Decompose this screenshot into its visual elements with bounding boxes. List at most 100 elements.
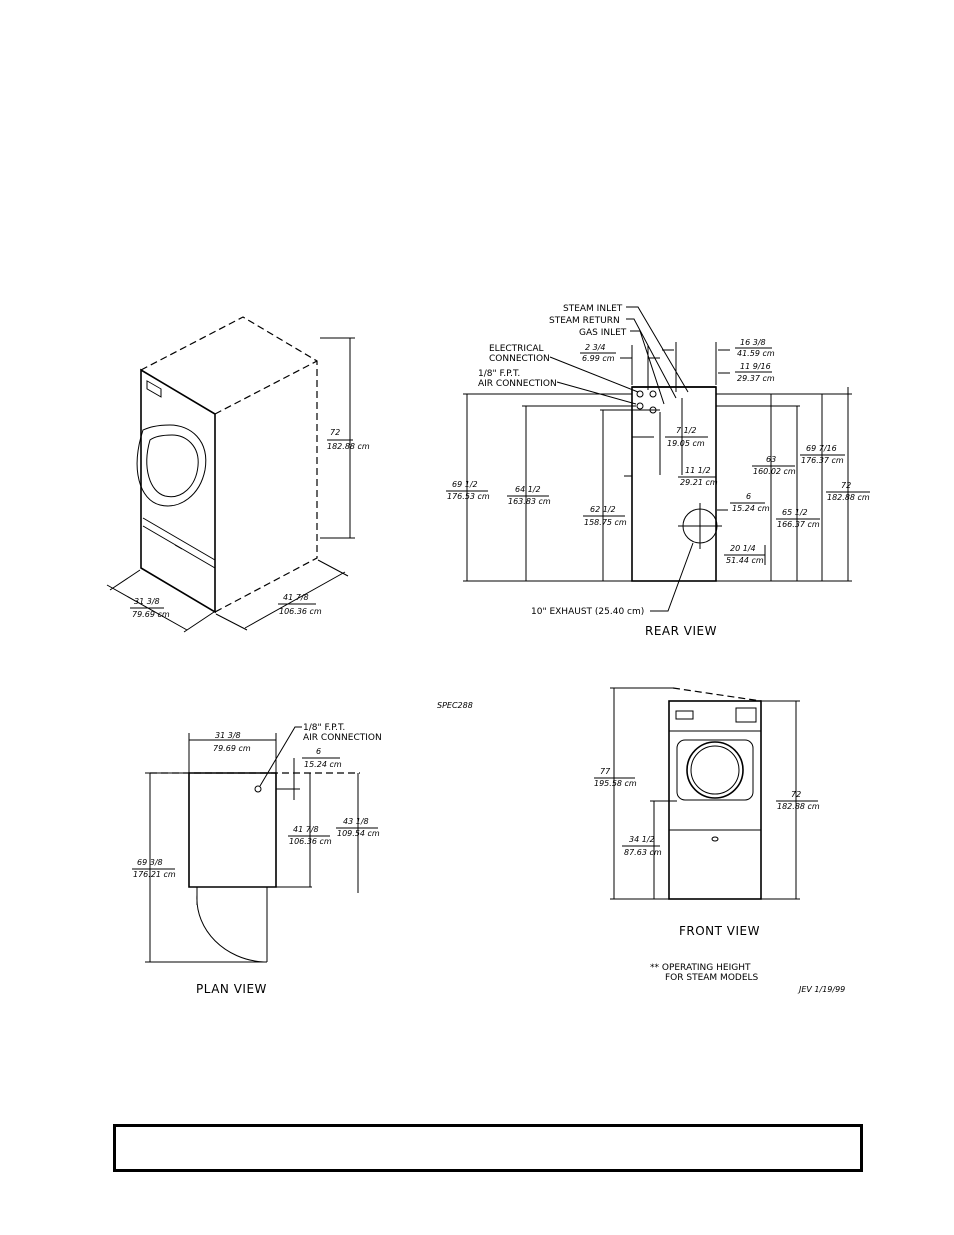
dim-2-3-4: 2 3/4: [585, 343, 606, 352]
front-dim-34-1-2: 34 1/2: [629, 835, 655, 844]
front-top-dashed: [672, 687, 762, 702]
iso-front-face: [140, 368, 216, 614]
dim-7-1-2: 7 1/2: [676, 426, 697, 435]
front-coin-panel: [735, 707, 757, 723]
iso-lint-handle: [174, 544, 183, 550]
front-dim-72-cm: 182.88 cm: [777, 802, 820, 811]
front-dim-77: 77: [600, 767, 611, 776]
plan-dim-43-1-8-cm: 109.54 cm: [337, 829, 380, 838]
footer-box: [113, 1124, 863, 1172]
plan-dim-6-cm: 15.24 cm: [304, 760, 342, 769]
dim-69-7-16-cm: 176.37 cm: [801, 456, 844, 465]
plan-view: 31 3/8 79.69 cm 1/8" F.P.T. AIR CONNECTI…: [132, 723, 382, 996]
iso-depth-dimension: [215, 559, 349, 631]
dim-16-3-8-cm: 41.59 cm: [737, 349, 775, 358]
plan-label-air-2: AIR CONNECTION: [303, 733, 382, 743]
dim-11-9-16: 11 9/16: [740, 362, 771, 371]
iso-height-cm: 182.88 cm: [327, 442, 370, 451]
iso-top-edge: [214, 360, 318, 415]
dim-72: 72: [841, 481, 851, 490]
iso-width-cm: 79.69 cm: [132, 610, 170, 619]
dim-69-7-16: 69 7/16: [806, 444, 837, 453]
inlet-callout-leaders: [626, 306, 689, 405]
iso-outline-dashed: [140, 316, 318, 613]
dim-64-1-2: 64 1/2: [515, 485, 541, 494]
dim-62-1-2-cm: 158.75 cm: [584, 518, 627, 527]
isometric-view: 72 182.88 cm 31 3/8 79.69 cm 41 7/8 106.…: [106, 316, 370, 633]
note-operating-height-1: ** OPERATING HEIGHT: [650, 963, 751, 973]
air-connection-port: [636, 402, 644, 410]
rear-left-extension-lines: [463, 393, 636, 582]
plan-dim-41-7-8-cm: 106.36 cm: [289, 837, 332, 846]
front-view-title: FRONT VIEW: [679, 924, 760, 938]
front-view: SPEC288 77 195.58 cm 34 1/2 87.63 cm 72 …: [437, 687, 845, 994]
iso-depth-cm: 106.36 cm: [279, 607, 322, 616]
rear-right-extension-lines: [716, 393, 852, 582]
dim-63: 63: [766, 455, 776, 464]
dim-11-1-2: 11 1/2: [685, 466, 711, 475]
gas-inlet-port: [649, 390, 657, 398]
plan-dim-31-3-8-cm: 79.69 cm: [213, 744, 251, 753]
front-door-frame: [676, 739, 754, 801]
label-steam-inlet: STEAM INLET: [563, 304, 623, 314]
plan-dim-6: 6: [316, 747, 321, 756]
dim-20-1-4-cm: 51.44 cm: [726, 556, 764, 565]
label-electrical-1: ELECTRICAL: [489, 344, 544, 354]
dim-63-cm: 160.02 cm: [753, 467, 796, 476]
front-dim-77-cm: 195.58 cm: [594, 779, 637, 788]
air-leader: [556, 381, 637, 405]
iso-control-panel: [146, 380, 162, 398]
dim-6: 6: [746, 492, 751, 501]
exhaust-leader: [650, 542, 694, 612]
label-air-1: 1/8" F.P.T.: [478, 369, 520, 379]
front-dim-72: 72: [791, 790, 801, 799]
iso-lint-panel-line: [142, 517, 216, 561]
steam-port: [649, 406, 657, 414]
note-operating-height-2: FOR STEAM MODELS: [665, 973, 759, 983]
dim-62-1-2: 62 1/2: [590, 505, 616, 514]
label-gas-inlet: GAS INLET: [579, 328, 627, 338]
plan-cabinet-outline: [188, 772, 277, 888]
plan-door-swing: [196, 887, 268, 963]
plan-dim-41-7-8: 41 7/8: [293, 825, 319, 834]
front-control-display: [675, 710, 694, 720]
dim-69-1-2-cm: 176.53 cm: [447, 492, 490, 501]
dim-2-3-4-cm: 6.99 cm: [582, 354, 615, 363]
front-door-glass: [686, 741, 744, 799]
front-dim-34-1-2-cm: 87.63 cm: [624, 848, 662, 857]
iso-height-dimension: [320, 337, 355, 539]
iso-door-outer: [136, 424, 207, 507]
dim-11-9-16-cm: 29.37 cm: [737, 374, 775, 383]
plan-label-air-1: 1/8" F.P.T.: [303, 723, 345, 733]
drawing-initials: JEV 1/19/99: [797, 985, 845, 994]
rear-view-title: REAR VIEW: [645, 624, 717, 638]
dim-20-1-4: 20 1/4: [730, 544, 756, 553]
label-air-2: AIR CONNECTION: [478, 379, 557, 389]
plan-air-connection-port: [254, 785, 262, 793]
electrical-leader: [549, 356, 639, 393]
plan-air-leader: [259, 726, 302, 787]
iso-height-in: 72: [330, 428, 340, 437]
dim-16-3-8: 16 3/8: [740, 338, 766, 347]
iso-width-in: 31 3/8: [134, 597, 160, 606]
plan-dim-31-3-8: 31 3/8: [215, 731, 241, 740]
rear-view: STEAM INLET STEAM RETURN GAS INLET ELECT…: [446, 304, 870, 638]
dim-72-cm: 182.88 cm: [827, 493, 870, 502]
plan-dim-69-3-8-cm: 176.21 cm: [133, 870, 176, 879]
dim-65-1-2-cm: 166.37 cm: [777, 520, 820, 529]
plan-dim-69-3-8: 69 3/8: [137, 858, 163, 867]
label-electrical-2: CONNECTION: [489, 354, 550, 364]
plan-view-title: PLAN VIEW: [196, 982, 267, 996]
front-cabinet-outline: [668, 700, 762, 900]
dim-6-cm: 15.24 cm: [732, 504, 770, 513]
spec-number: SPEC288: [437, 701, 473, 710]
dim-64-1-2-cm: 163.83 cm: [508, 497, 551, 506]
electrical-connection-port: [636, 390, 644, 398]
dim-7-1-2-cm: 19.05 cm: [667, 439, 705, 448]
label-steam-return: STEAM RETURN: [549, 316, 620, 326]
iso-depth-in: 41 7/8: [283, 593, 309, 602]
plan-dim-43-1-8: 43 1/8: [343, 817, 369, 826]
label-exhaust: 10" EXHAUST (25.40 cm): [531, 607, 644, 617]
iso-door-inner: [146, 434, 199, 498]
